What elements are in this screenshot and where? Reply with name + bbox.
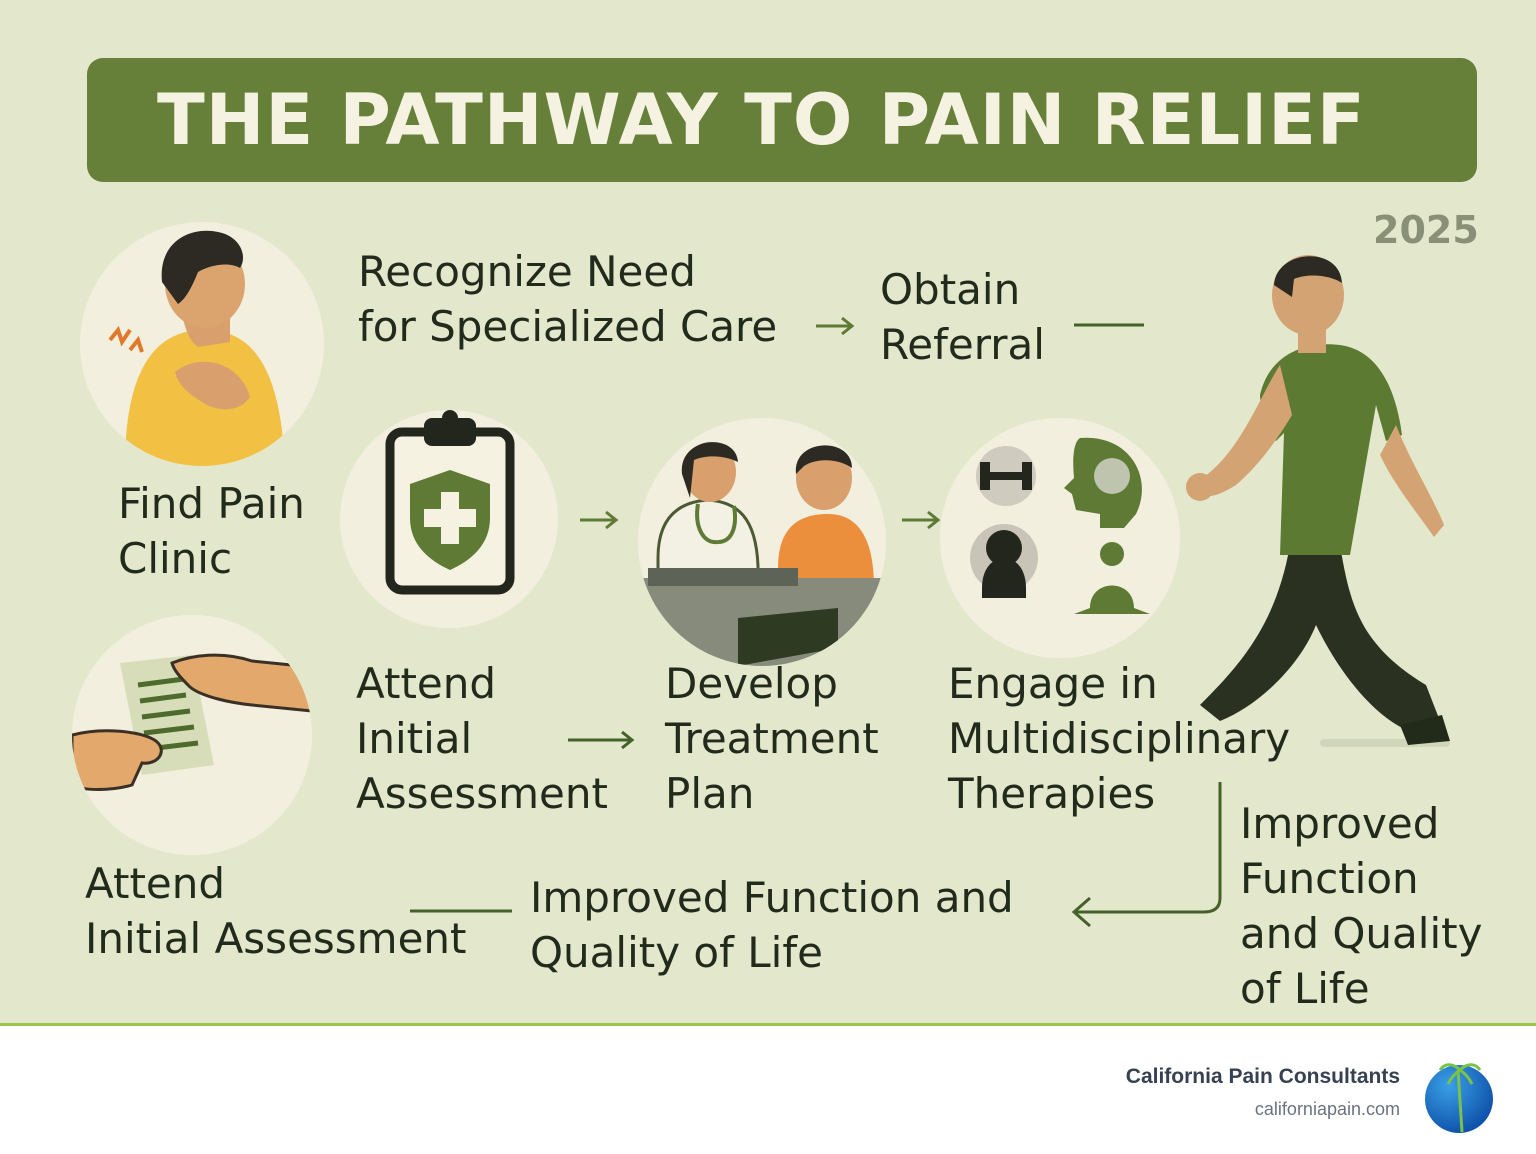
step-improved-function-right: Improved Function and Quality of Life (1240, 799, 1483, 1013)
step-obtain-referral: Obtain Referral (880, 265, 1045, 369)
step-improved-function-bottom: Improved Function and Quality of Life (530, 873, 1014, 977)
infographic: THE PATHWAY TO PAIN RELIEF 2025 (72, 58, 1483, 1013)
company-url[interactable]: californiapain.com (1254, 1099, 1400, 1119)
connector-referral-line (1074, 322, 1146, 328)
arrow-return-elbow (1062, 780, 1230, 930)
step-recognize-need: Recognize Need for Specialized Care (358, 247, 778, 351)
page-title: THE PATHWAY TO PAIN RELIEF (157, 79, 1366, 161)
step-attend-assessment: Attend Initial Assessment (356, 659, 608, 818)
arrow-assessment-to-plan (566, 728, 638, 752)
step-engage-therapies: Engage in Multidisciplinary Therapies (948, 659, 1291, 818)
clipboard-shield-cross-icon (340, 410, 558, 628)
step-attend-assessment-bottom: Attend Initial Assessment (85, 859, 467, 963)
therapy-options-icon (940, 418, 1180, 658)
footer (0, 1026, 1536, 1154)
year-label: 2025 (1373, 208, 1479, 252)
connector-bottom-line (410, 908, 514, 914)
doctor-consultation-icon (638, 418, 886, 666)
step-develop-plan: Develop Treatment Plan (665, 659, 879, 818)
footer-divider (0, 1023, 1536, 1026)
referral-paper-hands-icon (72, 615, 312, 855)
company-name: California Pain Consultants (1125, 1065, 1400, 1088)
step-find-pain-clinic: Find Pain Clinic (118, 479, 305, 583)
arrow-recognize-to-referral (814, 314, 858, 338)
shoulder-pain-person-icon (80, 222, 324, 466)
arrow-doctor-to-therapies (900, 508, 944, 532)
palm-tree-globe-logo (1422, 1060, 1496, 1134)
title-banner: THE PATHWAY TO PAIN RELIEF (87, 58, 1477, 182)
walking-man-icon (1180, 245, 1480, 765)
arrow-clipboard-to-doctor (578, 508, 622, 532)
